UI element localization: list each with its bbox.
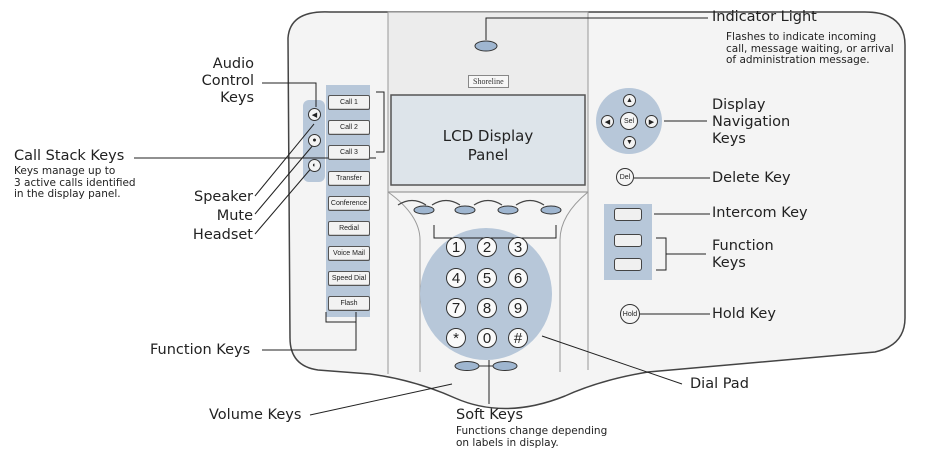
- dial-key-4[interactable]: 4: [446, 268, 466, 288]
- dial-key-0[interactable]: 0: [477, 328, 497, 348]
- hold-button[interactable]: Hold: [620, 304, 640, 324]
- hold-key-label: Hold Key: [712, 306, 776, 322]
- audio-control-label: Audio Control Keys: [190, 56, 254, 107]
- label-line: Keys: [712, 255, 746, 271]
- soft-keys: [397, 199, 562, 215]
- dial-key-3[interactable]: 3: [508, 237, 528, 257]
- headset-label: Headset: [192, 227, 253, 243]
- call-stack-label: Call Stack Keys: [14, 148, 125, 164]
- dial-key-5[interactable]: 5: [477, 268, 497, 288]
- select-button[interactable]: Sel: [620, 112, 638, 130]
- delete-key-label: Delete Key: [712, 170, 791, 186]
- delete-button[interactable]: Del: [616, 168, 634, 186]
- speed-dial-key[interactable]: Speed Dial: [328, 271, 370, 286]
- label-line: Display: [712, 97, 766, 113]
- label-line: Keys: [220, 90, 254, 106]
- headset-icon[interactable]: ◐: [308, 159, 321, 172]
- function-keys-right-label: Function Keys: [712, 238, 774, 272]
- dial-key-star[interactable]: *: [446, 328, 466, 348]
- phone-body: [287, 11, 906, 410]
- dial-key-2[interactable]: 2: [477, 237, 497, 257]
- speaker-icon[interactable]: ◀: [308, 108, 321, 121]
- redial-key[interactable]: Redial: [328, 221, 370, 236]
- function-keys-left-label: Function Keys: [150, 342, 251, 358]
- function-key-2[interactable]: [614, 258, 642, 271]
- conference-key[interactable]: Conference: [328, 196, 370, 211]
- dial-key-6[interactable]: 6: [508, 268, 528, 288]
- call-3-key[interactable]: Call 3: [328, 145, 370, 160]
- soft-keys-label: Soft Keys: [456, 407, 524, 423]
- lcd-label-line: Panel: [467, 146, 509, 164]
- desc-line: in the display panel.: [14, 188, 121, 200]
- nav-up-icon[interactable]: ▲: [623, 94, 636, 107]
- lcd-panel: [390, 94, 586, 186]
- transfer-key[interactable]: Transfer: [328, 171, 370, 186]
- display-nav-label: Display Navigation Keys: [712, 97, 790, 148]
- speaker-label: Speaker: [194, 189, 253, 205]
- label-line: Audio: [212, 56, 254, 72]
- call-2-key[interactable]: Call 2: [328, 120, 370, 135]
- brand-logo: Shoreline: [468, 75, 509, 88]
- soft-keys-desc: Functions change depending on labels in …: [456, 425, 608, 449]
- dial-key-hash[interactable]: #: [508, 328, 528, 348]
- volume-keys-label: Volume Keys: [209, 407, 302, 423]
- call-1-key[interactable]: Call 1: [328, 95, 370, 110]
- dial-pad-label: Dial Pad: [690, 376, 749, 392]
- indicator-light-label: Indicator Light: [712, 9, 817, 25]
- dial-key-9[interactable]: 9: [508, 298, 528, 318]
- label-line: Navigation: [712, 114, 791, 130]
- indicator-light-desc: Flashes to indicate incoming call, messa…: [726, 31, 894, 67]
- dial-key-8[interactable]: 8: [477, 298, 497, 318]
- label-line: Control: [201, 73, 254, 89]
- voice-mail-key[interactable]: Voice Mail: [328, 246, 370, 261]
- nav-right-icon[interactable]: ▶: [645, 115, 658, 128]
- volume-keys: [454, 361, 518, 371]
- lower-center: [387, 191, 589, 372]
- call-stack-desc: Keys manage up to 3 active calls identif…: [14, 165, 136, 201]
- mute-label: Mute: [216, 208, 253, 224]
- nav-left-icon[interactable]: ◀: [601, 115, 614, 128]
- lcd-label: LCD Display Panel: [414, 127, 562, 165]
- desc-line: Functions change depending: [456, 425, 608, 437]
- intercom-key-label: Intercom Key: [712, 205, 808, 221]
- indicator-light: [474, 40, 498, 52]
- label-line: Function: [712, 238, 774, 254]
- lcd-label-line: LCD Display: [442, 127, 534, 145]
- desc-line: of administration message.: [726, 54, 870, 66]
- intercom-key[interactable]: [614, 208, 642, 221]
- dial-key-1[interactable]: 1: [446, 237, 466, 257]
- desc-line: Keys manage up to: [14, 165, 116, 177]
- dial-key-7[interactable]: 7: [446, 298, 466, 318]
- desc-line: 3 active calls identified: [14, 176, 136, 189]
- desc-line: on labels in display.: [456, 436, 559, 449]
- dialpad-highlight: [420, 228, 552, 360]
- desc-line: Flashes to indicate incoming: [726, 31, 877, 43]
- label-line: Keys: [712, 131, 746, 147]
- nav-down-icon[interactable]: ▼: [623, 136, 636, 149]
- desc-line: call, message waiting, or arrival: [726, 42, 894, 55]
- function-key-1[interactable]: [614, 234, 642, 247]
- mute-icon[interactable]: ●: [308, 134, 321, 147]
- flash-key[interactable]: Flash: [328, 296, 370, 311]
